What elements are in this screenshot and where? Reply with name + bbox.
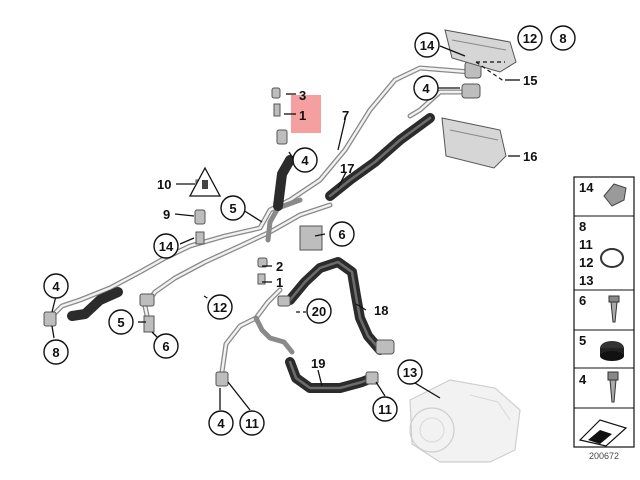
callout-8-top: 8 [550,25,576,51]
leader-lines [51,45,520,411]
callout-label: 13 [403,365,417,380]
callout-18: 18 [374,303,388,318]
callout-19: 19 [311,356,325,371]
connector-arrow-icon [578,419,628,447]
callout-14-top: 14 [414,32,440,58]
legend-14-label: 14 [579,180,594,195]
callout-label: 4 [422,81,430,96]
legend-13-label: 13 [579,273,593,288]
callout-label: 8 [52,345,59,360]
callout-11-bottom: 11 [239,410,265,436]
callout-5-top: 5 [220,195,246,221]
callout-11-right: 11 [372,396,398,422]
screw-icon [607,371,619,403]
callout-4-bottom: 4 [208,410,234,436]
callout-label: 4 [217,416,225,431]
callout-label: 4 [301,153,309,168]
pipe-lines [49,65,473,385]
bolt-icon [608,295,620,323]
callout-1-highlight: 1 [299,108,306,123]
callout-8-left: 8 [43,339,69,365]
callout-13: 13 [397,359,423,385]
legend-4-label: 4 [579,372,587,387]
callout-4-mid: 4 [292,147,318,173]
callout-label: 6 [162,339,169,354]
legend-6-label: 6 [579,293,586,308]
grommet-icon [600,341,624,361]
diagram-id: 200672 [589,451,619,461]
o-ring-icon [600,248,624,268]
callout-2: 2 [276,259,283,274]
callout-label: 4 [52,279,60,294]
parts-legend: 14 8 11 12 13 6 5 4 [573,176,635,448]
legend-5-label: 5 [579,333,586,348]
callout-1-lower: 1 [276,275,283,290]
callout-label: 20 [312,304,326,319]
callout-label: 14 [159,239,174,254]
callout-label: 5 [229,201,236,216]
callout-label: 12 [213,300,227,315]
callout-7: 7 [342,108,349,123]
clip-part-icon [603,183,627,207]
callout-15: 15 [523,73,537,88]
legend-12-label: 12 [579,255,593,270]
callout-20: 20 [306,298,332,324]
callout-9: 9 [163,207,170,222]
callout-label: 6 [338,227,345,242]
callout-3: 3 [299,88,306,103]
callout-label: 8 [559,31,566,46]
warning-triangle-icon [188,166,222,197]
callout-label: 11 [378,402,392,417]
callout-17: 17 [340,161,354,176]
callout-4-top: 4 [413,75,439,101]
callouts: 1 3 7 15 16 17 10 9 2 1 18 19 14 12 8 4 [43,25,576,436]
compressor [409,379,521,463]
callout-14-left: 14 [153,233,179,259]
hose-lines [67,113,435,393]
callout-12-mid: 12 [207,294,233,320]
legend-8-label: 8 [579,219,586,234]
callout-6-top: 6 [329,221,355,247]
callout-label: 5 [117,315,124,330]
callout-label: 11 [245,416,259,431]
callout-4-left: 4 [43,273,69,299]
callout-5-left: 5 [108,309,134,335]
callout-12-top: 12 [517,25,543,51]
callout-label: 12 [523,31,537,46]
fittings [43,61,482,387]
callout-16: 16 [523,149,537,164]
callout-label: 14 [420,38,435,53]
callout-6-left: 6 [153,333,179,359]
callout-10: 10 [157,177,171,192]
legend-11-label: 11 [579,237,593,252]
